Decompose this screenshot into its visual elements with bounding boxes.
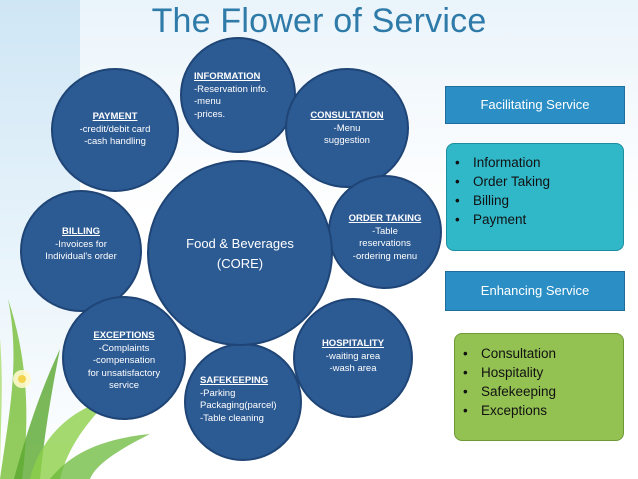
list-item: Payment [455, 210, 623, 229]
core-sublabel: (CORE) [216, 256, 264, 271]
list-item: Safekeeping [463, 382, 623, 401]
petal-payment: PAYMENT -credit/debit card -cash handlin… [51, 68, 179, 192]
list-item: Consultation [463, 344, 623, 363]
petal-information-line: -menu [194, 96, 221, 107]
facilitating-list: Information Order Taking Billing Payment [446, 143, 624, 251]
facilitating-header: Facilitating Service [445, 86, 625, 124]
petal-safekeeping: SAFEKEEPING -Parking Packaging(parcel) -… [184, 343, 302, 461]
petal-safekeeping-line: Packaging(parcel) [200, 400, 277, 411]
petal-consultation: CONSULTATION -Menu suggestion [285, 68, 409, 188]
enhancing-header: Enhancing Service [445, 271, 625, 311]
petal-billing-line: -Invoices for [55, 238, 107, 250]
petal-information-head: INFORMATION [194, 71, 261, 82]
petal-exceptions: EXCEPTIONS -Complaints -compensation for… [62, 296, 186, 420]
petal-billing: BILLING -Invoices for Individual's order [20, 190, 142, 312]
petal-order-taking: ORDER TAKING -Table reservations -orderi… [328, 175, 442, 289]
list-item: Billing [455, 191, 623, 210]
grass-decoration [0, 299, 150, 479]
petal-information-line: -Reservation info. [194, 83, 269, 95]
petal-consultation-head: CONSULTATION [310, 110, 384, 121]
petal-order-taking-head: ORDER TAKING [348, 213, 422, 224]
petal-exceptions-head: EXCEPTIONS [93, 330, 155, 341]
petal-safekeeping-head: SAFEKEEPING [200, 375, 269, 386]
petal-information-line: -prices. [194, 108, 226, 120]
petal-safekeeping-line: -Table cleaning [200, 412, 264, 424]
petal-hospitality-line: -waiting area [325, 350, 381, 362]
petal-hospitality-head: HOSPITALITY [321, 338, 385, 349]
petal-billing-line: Individual's order [45, 251, 117, 262]
list-item: Exceptions [463, 401, 623, 420]
petal-payment-line: -credit/debit card [79, 123, 151, 135]
core-circle: Food & Beverages (CORE) [147, 160, 333, 346]
petal-safekeeping-line: -Parking [200, 387, 236, 399]
list-item: Order Taking [455, 172, 623, 191]
petal-exceptions-line: -Complaints [98, 342, 150, 354]
petal-hospitality-line: -wash area [329, 363, 377, 374]
list-item: Information [455, 153, 623, 172]
petal-order-taking-line: -Table [372, 225, 398, 237]
petal-order-taking-line: -ordering menu [352, 250, 418, 262]
petal-information: INFORMATION -Reservation info. -menu -pr… [180, 37, 296, 153]
list-item: Hospitality [463, 363, 623, 382]
petal-exceptions-line: service [108, 380, 140, 391]
enhancing-list: Consultation Hospitality Safekeeping Exc… [454, 333, 624, 441]
petal-exceptions-line: -compensation [92, 355, 156, 366]
petal-exceptions-line: for unsatisfactory [87, 367, 161, 379]
petal-hospitality: HOSPITALITY -waiting area -wash area [293, 298, 413, 418]
core-label: Food & Beverages [186, 236, 294, 251]
petal-consultation-line: -Menu [333, 122, 361, 134]
page-title: The Flower of Service [151, 2, 487, 40]
petal-consultation-line: suggestion [324, 135, 370, 146]
petal-payment-line: -cash handling [84, 136, 146, 147]
petal-order-taking-line: reservations [359, 238, 411, 249]
petal-payment-head: PAYMENT [92, 111, 138, 122]
petal-billing-head: BILLING [62, 226, 100, 237]
